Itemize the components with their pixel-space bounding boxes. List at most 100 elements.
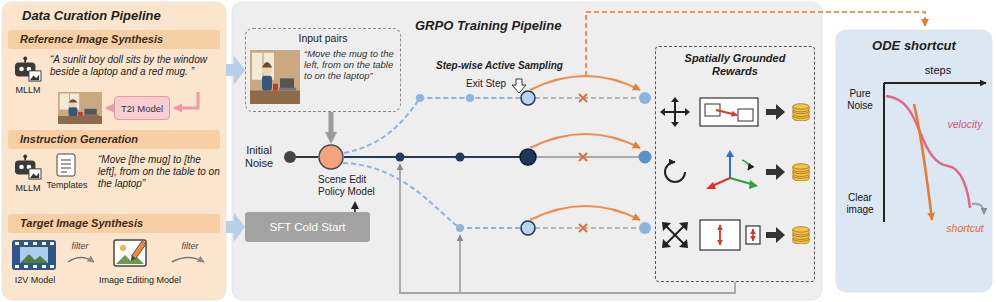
image-edit-icon xyxy=(116,255,144,264)
image-edit-icon xyxy=(114,240,146,266)
ode-plot xyxy=(883,83,885,222)
prompt-text: “A sunlit boy doll sits by the window be… xyxy=(50,54,220,78)
label-holder: filter xyxy=(172,241,208,252)
reward-rotation xyxy=(712,178,730,186)
top-trajectory xyxy=(535,97,639,99)
bottom-trajectory xyxy=(639,222,651,234)
label-holder: steps xyxy=(916,64,960,77)
data-curation-icons xyxy=(174,92,198,108)
video-icon xyxy=(50,242,54,245)
axis-label: Pure Noise xyxy=(840,88,880,112)
step-label: filter xyxy=(64,241,96,252)
reward-rotation xyxy=(766,164,785,180)
panel-background xyxy=(836,30,992,292)
top-trajectory xyxy=(530,76,640,90)
flow-chevron xyxy=(226,55,245,85)
reward-rotation xyxy=(729,156,731,178)
pipeline-panel: Data Curation PipelineReference Image Sy… xyxy=(2,2,226,300)
section-band: Target Image Synthesis xyxy=(8,214,220,233)
reward-feedback xyxy=(459,235,461,293)
template-icon xyxy=(61,164,71,165)
curve-label: velocity xyxy=(942,118,988,131)
main-trajectory xyxy=(536,156,639,158)
icon-label: MLLM xyxy=(8,85,48,96)
image-edit-icon xyxy=(132,241,146,259)
data-curation-icons xyxy=(106,107,113,110)
icon-label: I2V Model xyxy=(4,275,66,286)
top-trajectory xyxy=(344,98,521,153)
main-trajectory xyxy=(530,134,640,148)
video-icon xyxy=(33,265,37,268)
reward-scale xyxy=(662,220,809,250)
data-curation-icons xyxy=(15,154,41,179)
bottom-trajectory xyxy=(456,224,464,232)
prompt-text: “Move [the mug] to [the left], from on t… xyxy=(98,154,220,190)
connector-arrow xyxy=(296,156,318,158)
reward-translation xyxy=(674,100,676,124)
axis-label: steps xyxy=(916,64,960,77)
policy-node: Scene Edit Policy Model xyxy=(318,144,393,201)
main-trajectory xyxy=(579,153,587,161)
reward-rotation xyxy=(665,162,685,182)
panel-background xyxy=(232,2,822,300)
noise-dot xyxy=(284,151,296,163)
data-curation-icons xyxy=(68,258,94,263)
reward-rotation xyxy=(726,150,734,157)
reward-scale xyxy=(665,225,685,245)
icon-label: Image Editing Model xyxy=(90,275,190,286)
node-label: Initial Noise xyxy=(238,144,280,170)
top-trajectory xyxy=(579,94,587,102)
reward-scale xyxy=(665,225,685,245)
top-trajectory xyxy=(521,91,535,105)
section-label: Step-wise Active Sampling xyxy=(436,60,568,72)
label-holder: shortcut xyxy=(942,222,988,235)
top-trajectory xyxy=(416,94,424,102)
label-holder: MLLM xyxy=(8,183,48,194)
reward-translation xyxy=(766,104,785,120)
reward-scale xyxy=(752,229,754,241)
reward-scale xyxy=(766,227,785,243)
label-holder: velocity xyxy=(942,118,988,131)
video-icon xyxy=(24,242,28,245)
section-title: Target Image Synthesis xyxy=(20,217,143,230)
section-title: Instruction Generation xyxy=(20,133,138,146)
reward-translation xyxy=(738,109,753,121)
video-icon xyxy=(50,265,54,268)
data-curation-icons xyxy=(15,56,41,81)
section-band: Instruction Generation xyxy=(8,130,220,149)
noise-dot xyxy=(284,151,296,163)
icon-label: MLLM xyxy=(8,183,48,194)
section-title: Reference Image Synthesis xyxy=(20,33,163,46)
policy-circle xyxy=(318,144,344,170)
video-icon xyxy=(15,242,19,245)
grpo-illustration xyxy=(250,12,925,293)
panel-background xyxy=(2,2,226,300)
ode-plot xyxy=(972,204,984,214)
shortcut-panel: ODE shortcut xyxy=(836,30,992,292)
video-icon xyxy=(20,254,48,263)
label-holder: Step-wise Active Sampling xyxy=(436,60,568,72)
template-icon xyxy=(61,160,71,161)
model-box: T2I Model xyxy=(114,96,170,120)
reward-rotation xyxy=(730,178,751,184)
bottom-trajectory xyxy=(343,163,651,235)
video-icon xyxy=(24,265,28,268)
reward-rotation xyxy=(665,150,809,189)
box-title: Spatially Grounded Rewards xyxy=(662,52,808,78)
axis-label: Clear image xyxy=(840,192,880,216)
process-box: SFT Cold Start xyxy=(245,212,370,242)
reward-translation xyxy=(716,110,737,115)
label-holder: filter xyxy=(64,241,96,252)
reward-scale xyxy=(793,227,809,244)
curve-label: shortcut xyxy=(942,222,988,235)
main-trajectory xyxy=(344,134,652,165)
video-icon xyxy=(42,265,46,268)
label-holder: “A sunlit boy doll sits by the window be… xyxy=(50,54,220,78)
panel-title: GRPO Training Pipeline xyxy=(415,18,822,34)
label-holder: Image Editing Model xyxy=(90,275,190,286)
connector-arrow xyxy=(329,112,334,132)
label-holder: Pure Noise xyxy=(840,88,880,112)
pipeline-panel: GRPO Training PipelineInput pairs“Move t… xyxy=(232,2,822,300)
reward-rotation xyxy=(793,164,809,181)
